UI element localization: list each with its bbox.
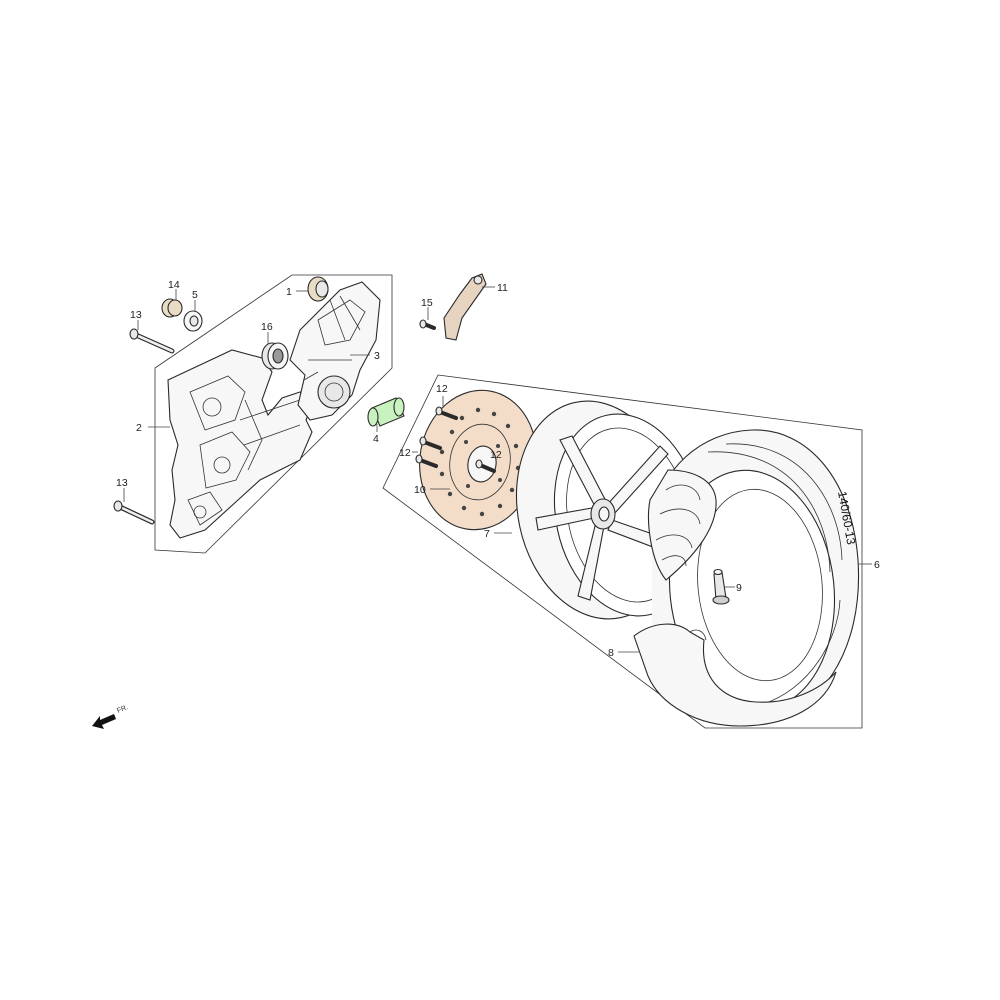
part-swingarm-plate[interactable] (167, 349, 313, 539)
callout-10: 10 (414, 484, 426, 496)
callout-2: 2 (136, 422, 142, 434)
part-tube[interactable] (633, 623, 837, 727)
part-swingarm-casting[interactable] (289, 281, 381, 421)
callout-13-upper: 13 (130, 309, 142, 321)
wheel-group-frame (382, 374, 863, 729)
callouts: 1 2 3 4 5 6 7 8 9 10 11 12 12 12 13 13 1… (116, 279, 880, 659)
part-washer[interactable] (183, 310, 203, 332)
part-bearing[interactable] (261, 342, 289, 370)
callout-13-lower: 13 (116, 477, 128, 489)
callout-16: 16 (261, 321, 273, 333)
front-direction-indicator: FR. (92, 704, 129, 729)
callout-3: 3 (374, 350, 380, 362)
part-bolt-upper[interactable] (129, 328, 175, 354)
callout-7: 7 (484, 528, 490, 540)
callout-11: 11 (497, 282, 508, 294)
direction-label: FR. (116, 704, 129, 715)
callout-6: 6 (874, 559, 880, 571)
part-collar[interactable] (161, 298, 183, 318)
callout-14: 14 (168, 279, 180, 291)
part-bracket[interactable] (443, 273, 487, 341)
callout-12-left: 12 (399, 447, 411, 459)
callout-15: 15 (421, 297, 433, 309)
callout-5: 5 (192, 289, 198, 301)
part-valve[interactable] (712, 568, 730, 605)
callout-4: 4 (373, 433, 379, 445)
callout-1: 1 (286, 286, 292, 298)
part-screw[interactable] (419, 319, 436, 330)
callout-12-hub: 12 (490, 449, 502, 461)
part-disc-bolts[interactable] (415, 406, 496, 473)
swingarm-group (113, 274, 393, 554)
callout-9: 9 (736, 582, 742, 594)
callout-8: 8 (608, 647, 614, 659)
part-spacer[interactable] (367, 397, 405, 427)
swingarm-group-frame (154, 274, 393, 554)
callout-12-top: 12 (436, 383, 448, 395)
arrow-icon (92, 714, 116, 729)
part-bolt-lower[interactable] (113, 500, 155, 525)
part-bushing[interactable] (307, 276, 329, 302)
